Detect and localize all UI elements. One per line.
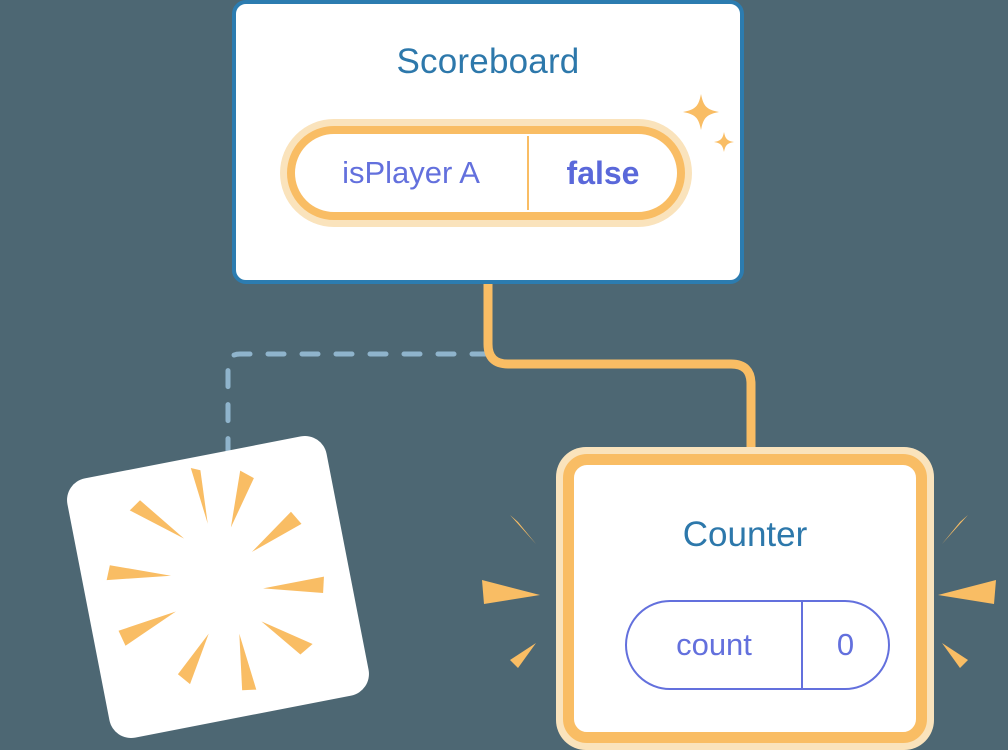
counter-state-pill[interactable]: count 0: [625, 600, 890, 690]
burst-ray: [106, 565, 171, 581]
counter-title: Counter: [682, 515, 808, 554]
state-pill-key: isPlayer A: [342, 155, 480, 190]
state-pill-body: isPlayer A false: [287, 126, 685, 220]
burst-ray: [118, 611, 176, 646]
state-pill-divider: [527, 136, 529, 210]
blank-card[interactable]: [63, 432, 373, 742]
counter-card[interactable]: Counter count 0: [556, 447, 934, 750]
burst-ray: [942, 515, 968, 544]
sparkle-group: [683, 94, 734, 152]
scoreboard-card[interactable]: Scoreboard isPlayer A false: [232, 0, 744, 284]
counter-pill-divider: [801, 602, 803, 688]
burst-ray: [261, 621, 313, 655]
scoreboard-state-pill[interactable]: isPlayer A false: [280, 119, 692, 227]
burst-ray: [510, 515, 536, 544]
blank-card-burst-icon: [106, 468, 324, 691]
burst-ray: [482, 580, 540, 604]
counter-burst-left-icon: [482, 515, 540, 668]
burst-ray: [177, 633, 209, 685]
counter-burst-right-icon: [938, 515, 996, 668]
burst-ray: [938, 580, 996, 604]
burst-ray: [942, 643, 968, 668]
burst-ray: [129, 500, 185, 539]
state-pill-value: false: [566, 154, 640, 191]
burst-ray: [239, 633, 257, 691]
sparkle-small-icon: [714, 132, 734, 152]
counter-pill-value: 0: [836, 627, 855, 662]
connector-scoreboard-to-counter: [483, 282, 756, 470]
sparkle-large-icon: [683, 94, 719, 130]
burst-ray: [251, 511, 302, 552]
scoreboard-title: Scoreboard: [396, 42, 580, 81]
burst-ray: [263, 576, 324, 594]
burst-ray: [230, 470, 254, 528]
counter-pill-key: count: [676, 627, 752, 662]
burst-ray: [510, 643, 536, 668]
burst-ray: [190, 468, 208, 524]
counter-card-body: Counter count 0: [563, 454, 927, 743]
